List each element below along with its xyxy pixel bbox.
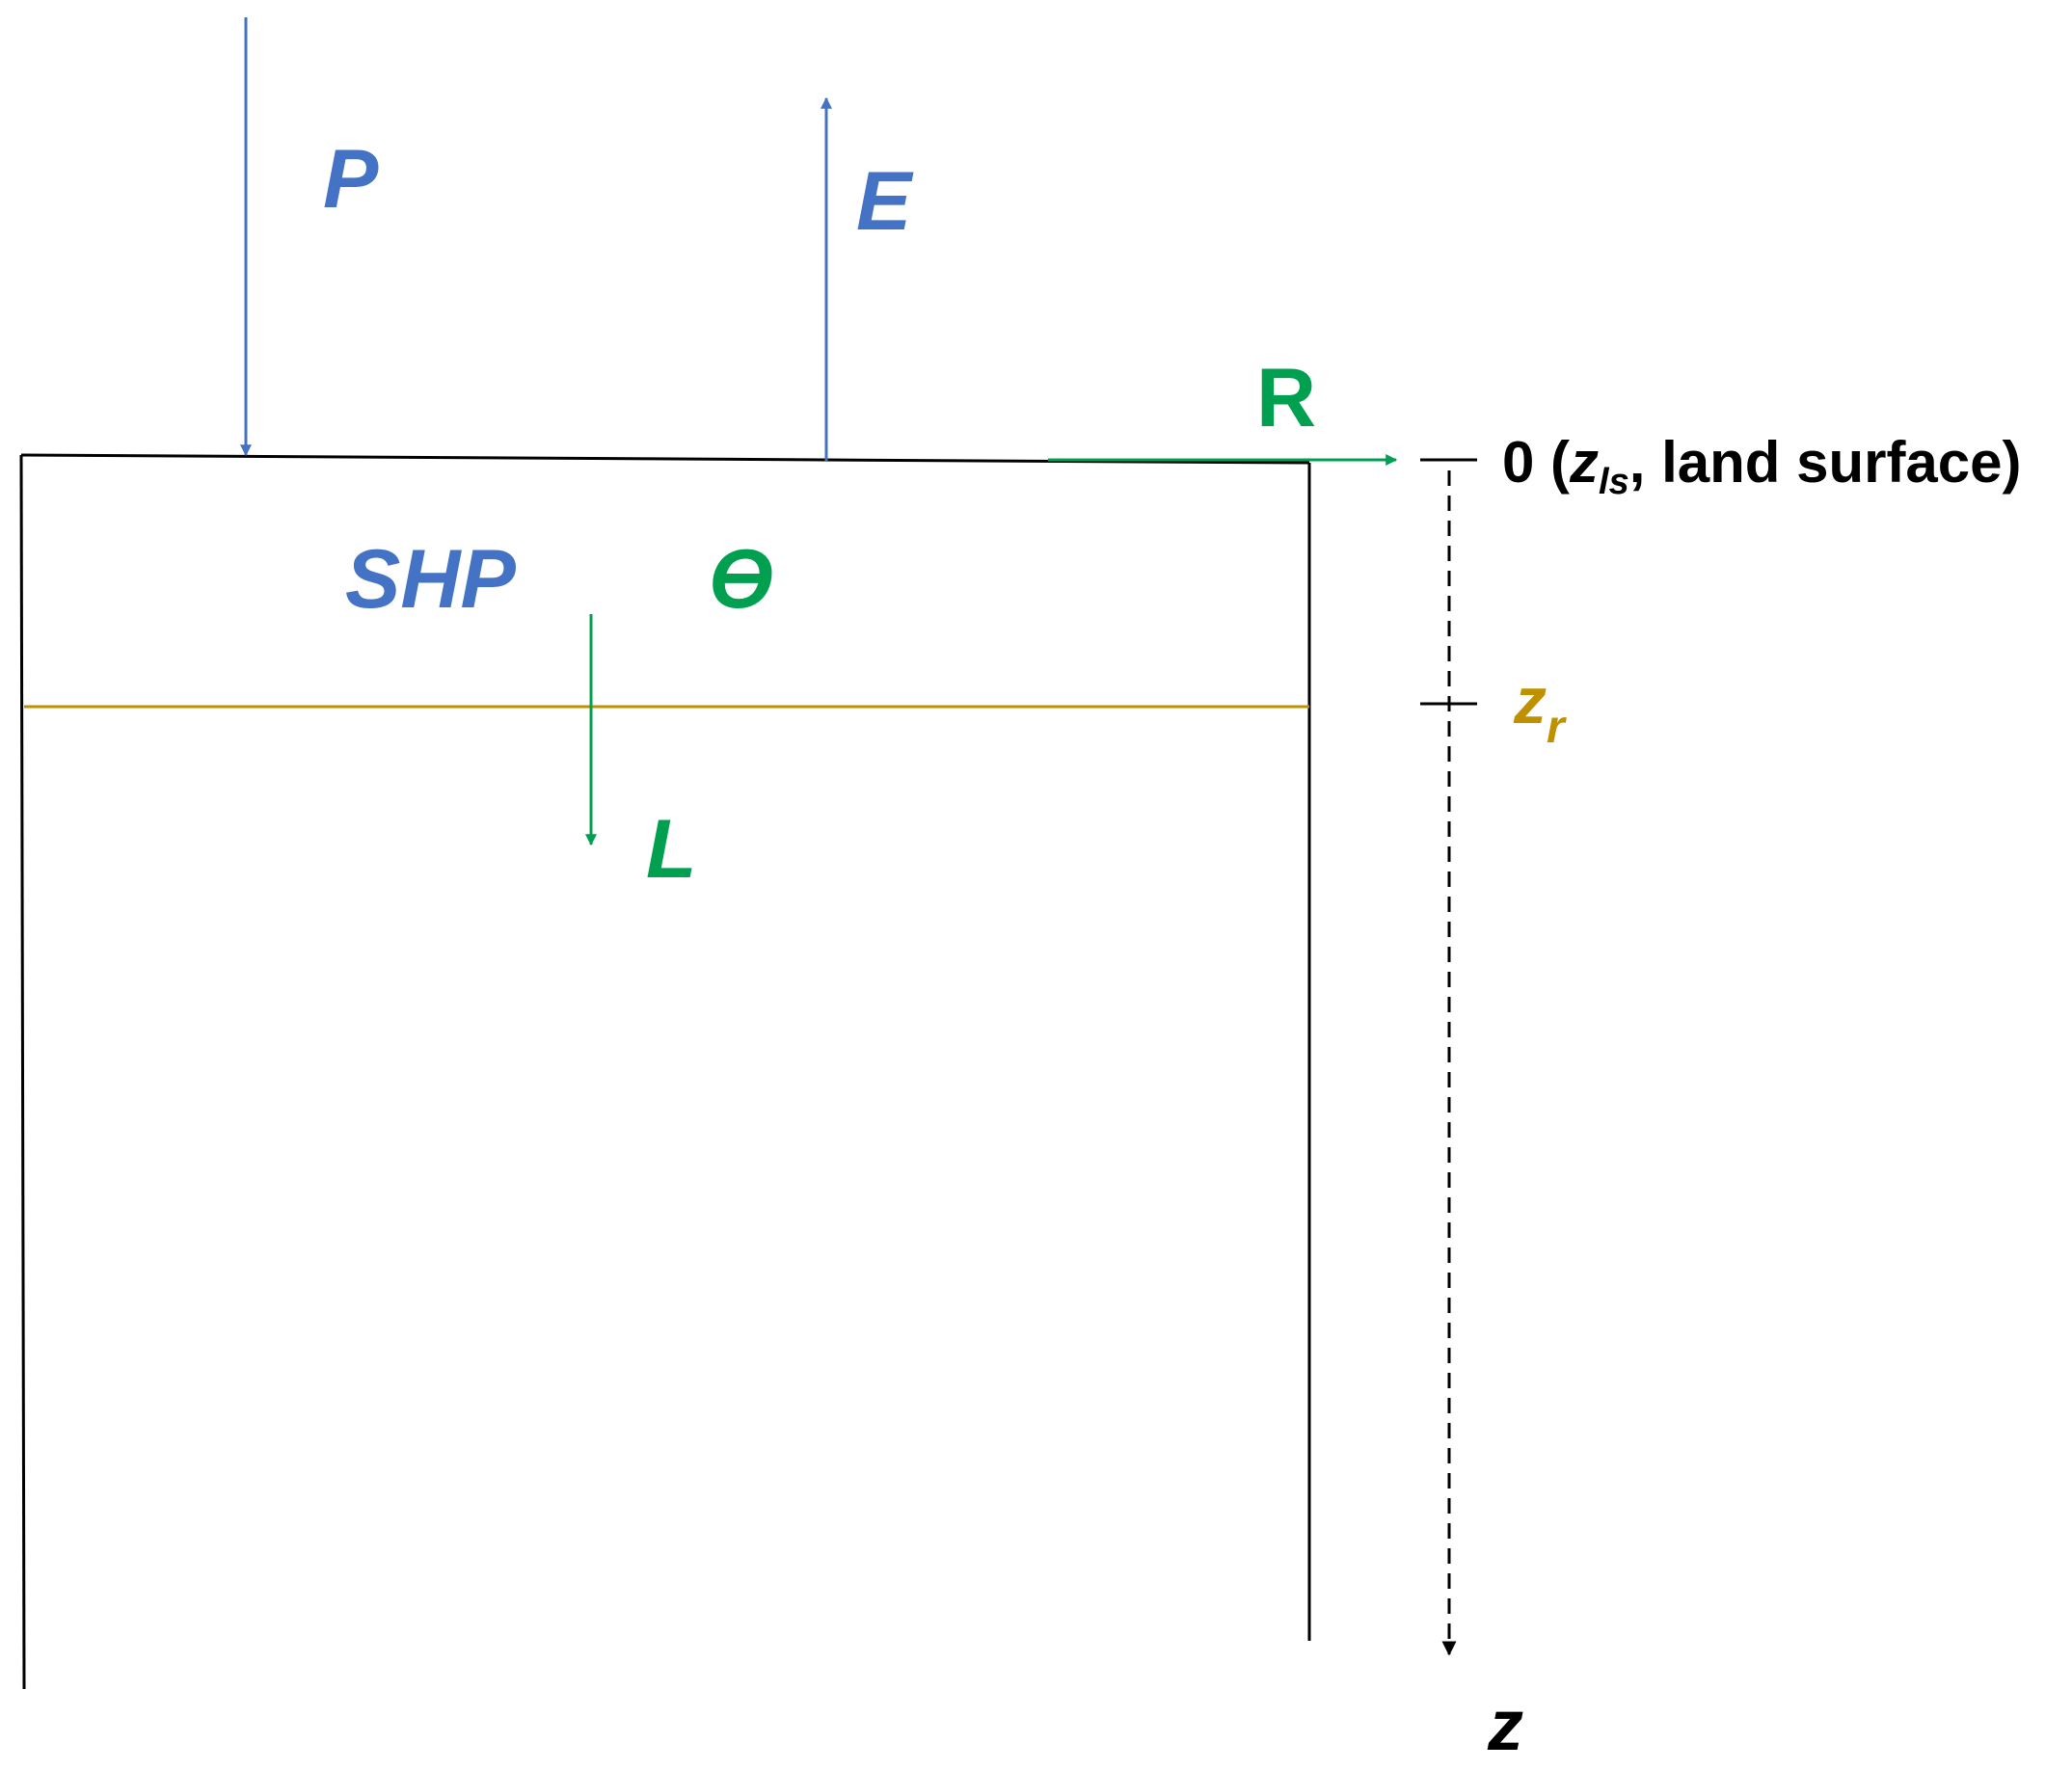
- root-depth-variable: z: [1513, 664, 1547, 738]
- soil-column-left-wall: [19, 454, 26, 1690]
- depth-axis-label: z: [1487, 1685, 1523, 1765]
- root-depth-subscript: r: [1547, 702, 1567, 753]
- leakage-label: L: [646, 803, 697, 896]
- evaporation-label: E: [856, 155, 914, 248]
- soil-moisture-label: ϴ: [709, 533, 773, 626]
- land-surface-depth-label: 0 (zls, land surface): [1502, 430, 2022, 502]
- runoff-label: R: [1256, 352, 1316, 444]
- land-surface-subscript: ls: [1599, 462, 1629, 502]
- land-surface-line: [20, 453, 1310, 465]
- land-surface-suffix: , land surface): [1629, 430, 2022, 495]
- root-depth-label: zr: [1513, 664, 1567, 753]
- precipitation-label: P: [323, 133, 379, 226]
- land-surface-prefix: 0 (: [1502, 430, 1570, 495]
- land-surface-variable: z: [1569, 430, 1599, 495]
- soil-hydraulic-properties-label: SHP: [345, 533, 516, 626]
